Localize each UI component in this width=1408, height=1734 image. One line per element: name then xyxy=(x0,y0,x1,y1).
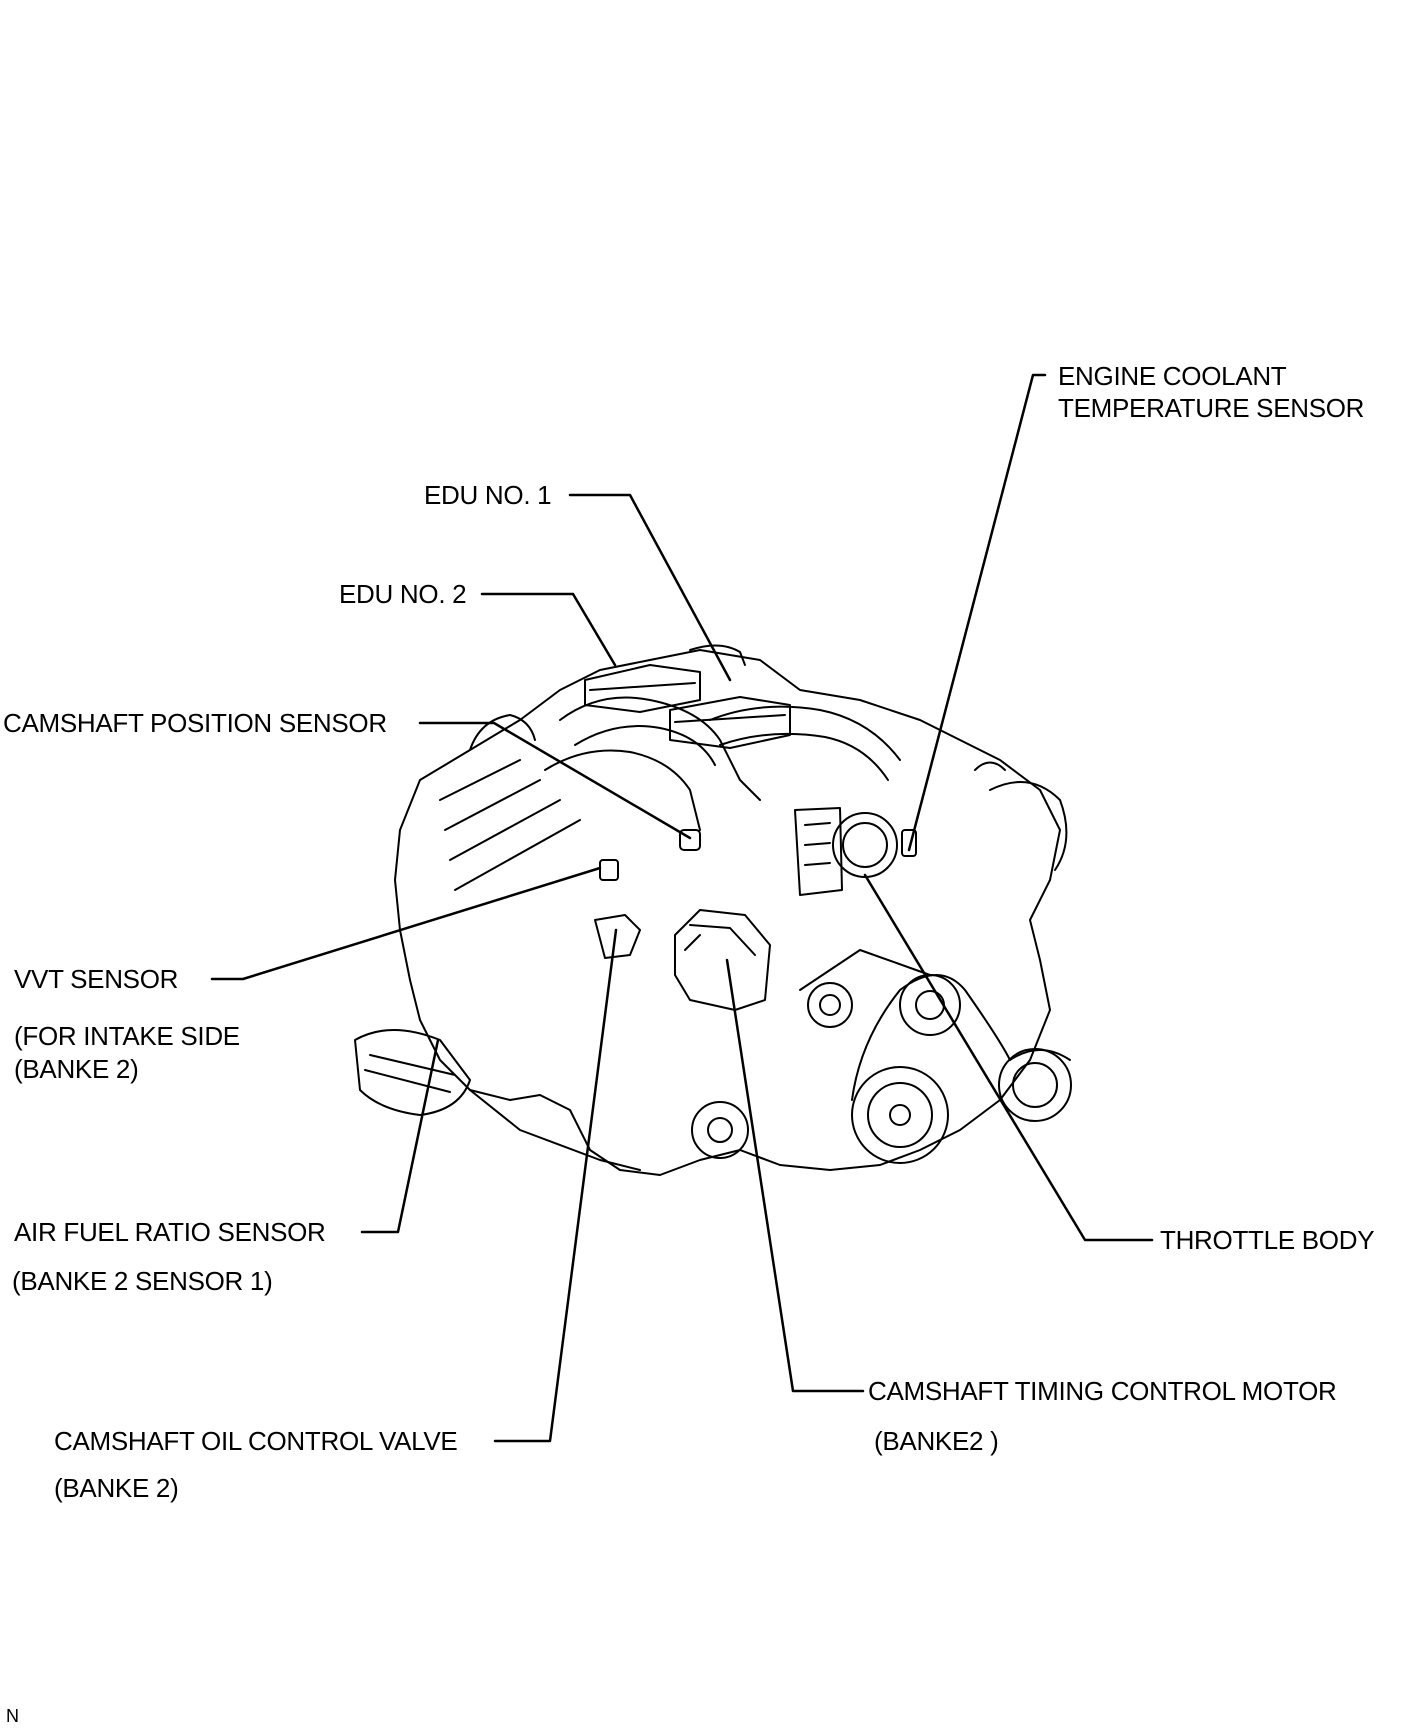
label-coolant-sensor-line2: TEMPERATURE SENSOR xyxy=(1058,393,1365,423)
label-timing-motor-line1: CAMSHAFT TIMING CONTROL MOTOR xyxy=(868,1376,1337,1406)
label-vvt-sensor-line2: (FOR INTAKE SIDE xyxy=(14,1021,240,1051)
label-oil-control-valve-line2: (BANKE 2) xyxy=(54,1473,179,1503)
leader-edu1 xyxy=(568,493,732,682)
leader-edu2 xyxy=(480,592,617,667)
label-edu2: EDU NO. 2 xyxy=(339,579,467,609)
leader-cam-position xyxy=(418,721,692,840)
label-edu1: EDU NO. 1 xyxy=(424,480,552,510)
leader-lines xyxy=(210,373,1154,1443)
leader-ocv xyxy=(493,928,618,1443)
label-air-fuel-ratio-sensor-line1: AIR FUEL RATIO SENSOR xyxy=(14,1217,326,1247)
label-oil-control-valve-line1: CAMSHAFT OIL CONTROL VALVE xyxy=(54,1426,458,1456)
label-camshaft-position-sensor: CAMSHAFT POSITION SENSOR xyxy=(3,708,387,738)
label-coolant-sensor-line1: ENGINE COOLANT xyxy=(1058,361,1287,391)
label-vvt-sensor-line1: VVT SENSOR xyxy=(14,964,179,994)
label-air-fuel-ratio-sensor-line2: (BANKE 2 SENSOR 1) xyxy=(12,1266,273,1296)
leader-throttle xyxy=(863,873,1154,1242)
label-vvt-sensor-line3: (BANKE 2) xyxy=(14,1054,139,1084)
corner-mark: N xyxy=(6,1706,19,1726)
label-throttle-body: THROTTLE BODY xyxy=(1160,1225,1375,1255)
leader-vvt xyxy=(210,866,602,981)
engine-illustration xyxy=(354,644,1072,1176)
leader-afr xyxy=(360,1038,440,1234)
leader-timing-motor xyxy=(725,958,865,1393)
leader-coolant-sensor xyxy=(907,373,1047,852)
label-timing-motor-line2: (BANKE2 ) xyxy=(874,1426,999,1456)
